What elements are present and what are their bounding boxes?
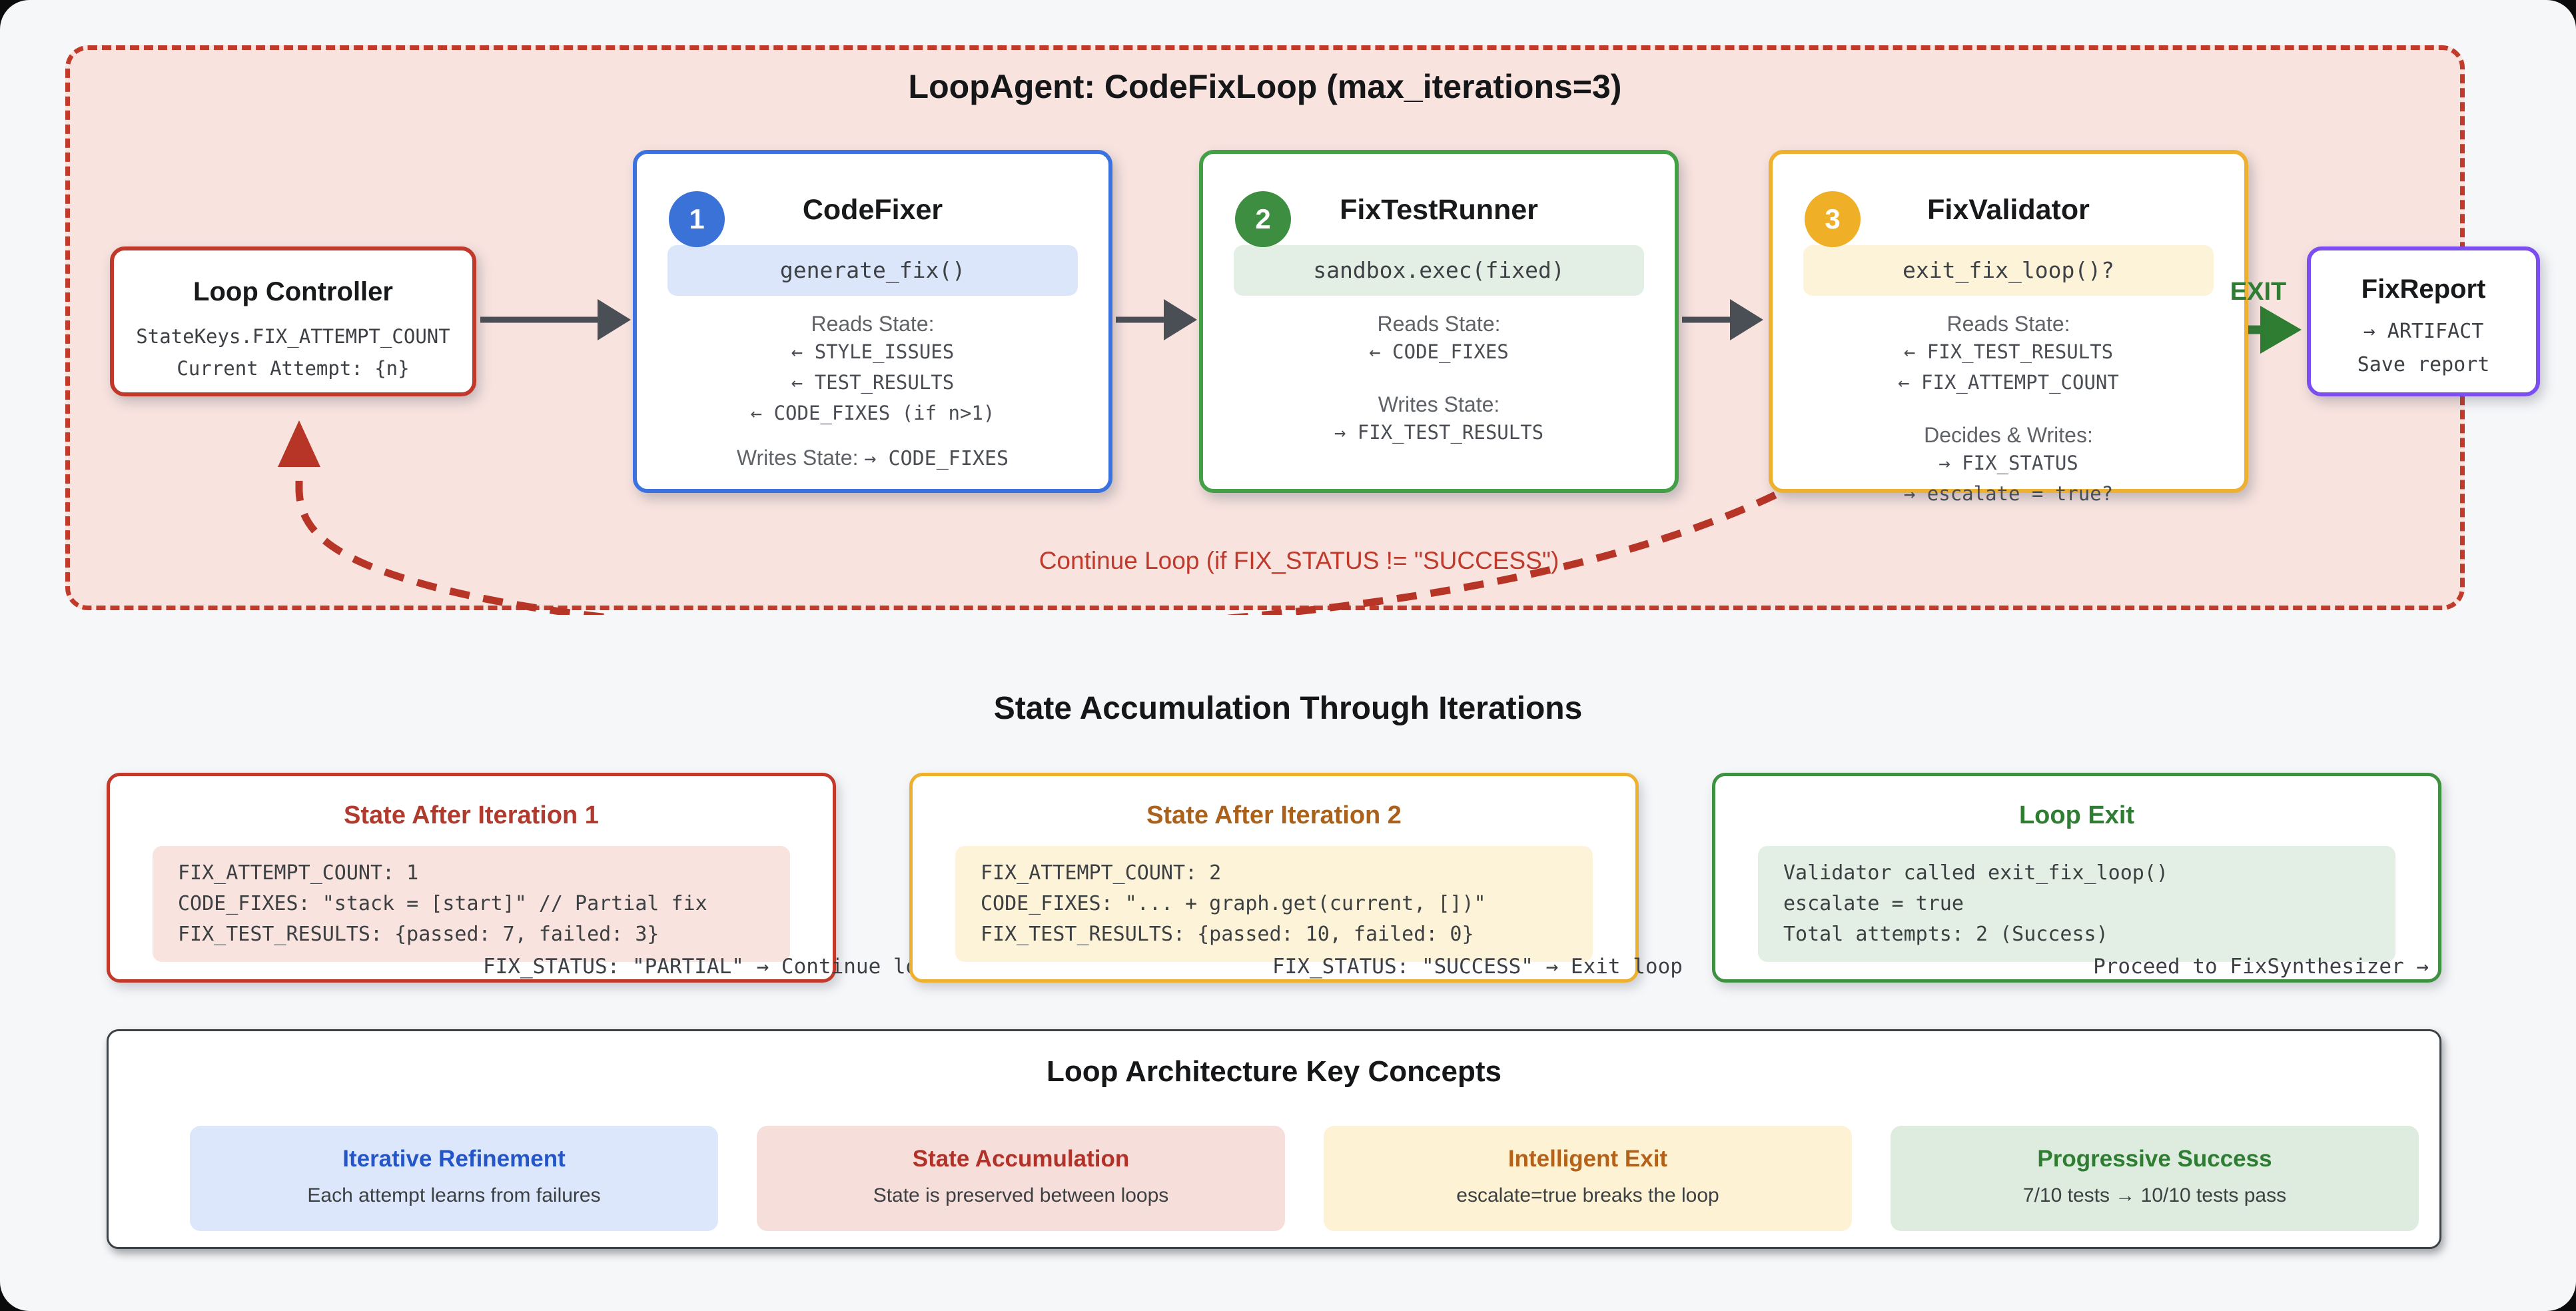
fix-report-artifact: → ARTIFACT xyxy=(2363,320,2484,343)
reads-item: ← FIX_TEST_RESULTS xyxy=(1903,340,2114,363)
concept-title: Intelligent Exit xyxy=(1507,1146,1668,1172)
state-section-title: State Accumulation Through Iterations xyxy=(993,691,1583,726)
decides-writes-label: Decides & Writes: xyxy=(1924,423,2093,447)
writes-item: → FIX_STATUS xyxy=(1938,452,2078,474)
concept-title: Iterative Refinement xyxy=(342,1146,566,1172)
agent-method-pill: generate_fix() xyxy=(667,245,1078,296)
writes-state-label: Writes State: xyxy=(736,446,859,470)
state-box-loop-exit: Loop Exit Validator called exit_fix_loop… xyxy=(1712,773,2441,983)
arrow-fixtestrunner-to-fixvalidator xyxy=(1682,299,1763,340)
code-line: Total attempts: 2 (Success) xyxy=(1783,923,2108,946)
state-box-title: Loop Exit xyxy=(2018,801,2135,829)
reads-item: ← STYLE_ISSUES xyxy=(791,340,955,363)
code-line: FIX_ATTEMPT_COUNT: 1 xyxy=(178,861,419,885)
key-concepts-panel: Loop Architecture Key Concepts Iterative… xyxy=(107,1029,2441,1249)
code-line: FIX_ATTEMPT_COUNT: 2 xyxy=(981,861,1222,885)
concept-subtitle: 7/10 tests → 10/10 tests pass xyxy=(2022,1184,2287,1206)
reads-item: ← CODE_FIXES xyxy=(1369,340,1509,363)
concept-subtitle: escalate=true breaks the loop xyxy=(1456,1184,1719,1206)
fix-report-node: FixReport → ARTIFACT Save report xyxy=(2307,246,2540,396)
code-line: escalate = true xyxy=(1783,892,1964,915)
reads-item: ← TEST_RESULTS xyxy=(791,371,955,394)
code-line: FIX_TEST_RESULTS: {passed: 10, failed: 0… xyxy=(981,923,1474,946)
continue-loop-label: Continue Loop (if FIX_STATUS != "SUCCESS… xyxy=(1039,547,1559,574)
concept-card-iterative-refinement: Iterative Refinement Each attempt learns… xyxy=(190,1126,718,1231)
step-badge-3: 3 xyxy=(1805,191,1861,247)
arrow-controller-to-codefixer xyxy=(480,299,631,340)
concept-card-intelligent-exit: Intelligent Exit escalate=true breaks th… xyxy=(1324,1126,1852,1231)
agent-title-fixtestrunner: FixTestRunner xyxy=(1340,194,1538,226)
agent-title-codefixer: CodeFixer xyxy=(802,194,943,226)
agent-node-fixvalidator: 3 FixValidator exit_fix_loop()? Reads St… xyxy=(1769,150,2248,505)
key-concepts-title: Loop Architecture Key Concepts xyxy=(1047,1055,1502,1088)
state-box-footer: FIX_STATUS: "SUCCESS" → Exit loop xyxy=(1272,955,1683,979)
code-line: FIX_TEST_RESULTS: {passed: 7, failed: 3} xyxy=(178,923,659,946)
step-badge-2: 2 xyxy=(1235,191,1291,247)
agent-node-codefixer: 1 CodeFixer generate_fix() Reads State: … xyxy=(633,150,1112,493)
loop-controller-node: Loop Controller StateKeys.FIX_ATTEMPT_CO… xyxy=(110,246,476,396)
state-box-iteration-1: State After Iteration 1 FIX_ATTEMPT_COUN… xyxy=(107,773,943,983)
code-line: CODE_FIXES: "stack = [start]" // Partial… xyxy=(178,892,707,915)
arrow-codefixer-to-fixtestrunner xyxy=(1116,299,1197,340)
concept-subtitle: State is preserved between loops xyxy=(873,1184,1169,1206)
reads-item: ← CODE_FIXES (if n>1) xyxy=(750,402,995,424)
concept-card-progressive-success: Progressive Success 7/10 tests → 10/10 t… xyxy=(1891,1126,2419,1231)
loop-agent-container: LoopAgent: CodeFixLoop (max_iterations=3… xyxy=(65,45,2540,615)
state-box-title: State After Iteration 1 xyxy=(344,801,599,829)
reads-state-label: Reads State: xyxy=(811,312,935,336)
state-box-iteration-2: State After Iteration 2 FIX_ATTEMPT_COUN… xyxy=(909,773,1683,983)
writes-item: → FIX_TEST_RESULTS xyxy=(1334,421,1544,444)
concept-title: Progressive Success xyxy=(2037,1146,2272,1172)
state-box-footer: Proceed to FixSynthesizer → xyxy=(2093,955,2429,979)
agent-method-pill: sandbox.exec(fixed) xyxy=(1234,245,1644,296)
reads-state-label: Reads State: xyxy=(1377,312,1501,336)
agent-title-fixvalidator: FixValidator xyxy=(1927,194,2090,226)
code-line: Validator called exit_fix_loop() xyxy=(1783,861,2168,885)
agent-node-fixtestrunner: 2 FixTestRunner sandbox.exec(fixed) Read… xyxy=(1199,150,1679,493)
fix-report-save: Save report xyxy=(2357,353,2490,376)
loop-agent-title: LoopAgent: CodeFixLoop (max_iterations=3… xyxy=(908,68,1622,105)
agent-method-pill: exit_fix_loop()? xyxy=(1803,245,2214,296)
reads-state-label: Reads State: xyxy=(1946,312,2070,336)
concept-card-state-accumulation: State Accumulation State is preserved be… xyxy=(757,1126,1285,1231)
loop-controller-title: Loop Controller xyxy=(193,277,393,306)
writes-state-label: Writes State: xyxy=(1378,392,1500,416)
writes-item-escalate: → escalate = true? xyxy=(1903,482,2114,505)
reads-item: ← FIX_ATTEMPT_COUNT xyxy=(1898,371,2119,394)
state-box-footer: FIX_STATUS: "PARTIAL" → Continue loop xyxy=(483,955,943,979)
concept-title: State Accumulation xyxy=(912,1146,1130,1172)
fix-report-title: FixReport xyxy=(2361,274,2486,304)
loop-controller-attempt: Current Attempt: {n} xyxy=(177,357,410,380)
writes-item: → CODE_FIXES xyxy=(864,447,1009,470)
code-line: CODE_FIXES: "... + graph.get(current, []… xyxy=(981,892,1486,915)
writes-state-line: Writes State: → CODE_FIXES xyxy=(637,446,1108,470)
step-badge-1: 1 xyxy=(669,191,725,247)
loop-controller-statekey: StateKeys.FIX_ATTEMPT_COUNT xyxy=(136,325,450,348)
state-box-title: State After Iteration 2 xyxy=(1146,801,1402,829)
exit-label: EXIT xyxy=(2230,278,2287,306)
concept-subtitle: Each attempt learns from failures xyxy=(307,1184,601,1206)
